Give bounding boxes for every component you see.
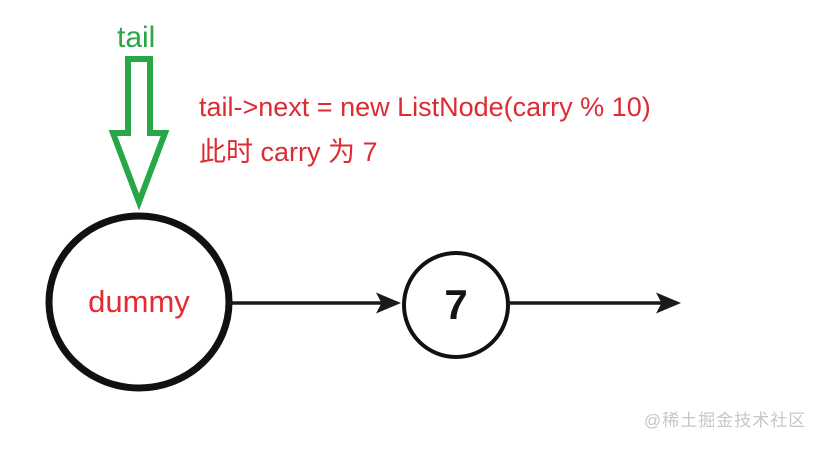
annotation-carry-line: 此时 carry 为 7 [199, 137, 378, 167]
arrow-node7-to-next-head [656, 292, 681, 314]
value-node-circle [402, 251, 510, 359]
arrow-dummy-to-node7-head [376, 292, 401, 314]
value-node-label: 7 [444, 281, 468, 328]
dummy-node-label: dummy [88, 284, 190, 319]
watermark: @稀土掘金技术社区 [644, 411, 807, 430]
annotation-code-line: tail->next = new ListNode(carry % 10) [199, 92, 651, 122]
tail-label: tail [117, 21, 156, 54]
tail-pointer-arrow-icon [108, 56, 170, 211]
